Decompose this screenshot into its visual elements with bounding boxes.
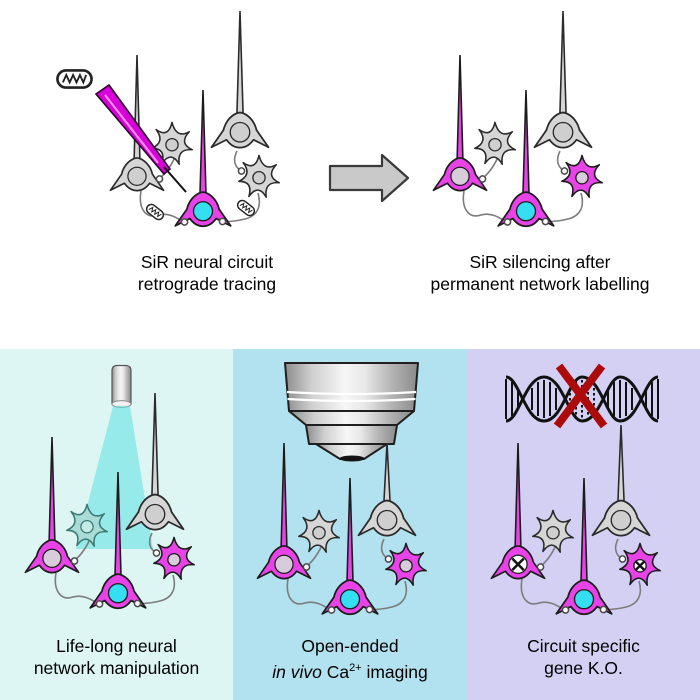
neuron-pyramidal-tall <box>210 10 270 149</box>
neuron-starter-cell <box>174 89 232 228</box>
caption-imaging: Open-ended in vivo Ca2+ imaging <box>233 635 467 683</box>
microscope-objective-icon <box>284 362 419 462</box>
caption-line: Open-ended <box>301 636 399 656</box>
neuron-pyramidal-tall <box>533 10 593 149</box>
caption-optogenetics: Life-long neural network manipulation <box>0 635 233 679</box>
caption-line: permanent network labelling <box>430 274 650 294</box>
caption-line: gene K.O. <box>544 658 623 678</box>
block-arrow-right-icon <box>328 153 410 203</box>
caption-text: Ca <box>321 661 350 682</box>
caption-line: SiR neural circuit <box>140 252 274 272</box>
caption-text: imaging <box>361 661 428 682</box>
light-cone <box>76 406 153 549</box>
red-cross-icon <box>553 363 608 429</box>
panel-optogenetics <box>24 364 195 610</box>
caption-line: Circuit specific <box>527 636 640 656</box>
neuron-pyramidal-left-labelled <box>432 54 488 192</box>
knockout-x-mark <box>634 560 646 571</box>
dna-helix-icon <box>505 375 659 423</box>
panel-knockout <box>490 363 661 616</box>
caption-knockout: Circuit specific gene K.O. <box>467 635 700 679</box>
caption-italic: in vivo <box>272 661 322 682</box>
caption-sir-tracing: SiR neural circuit retrograde tracing <box>32 251 382 295</box>
caption-line: SiR silencing after <box>469 252 611 272</box>
virus-capsule-icon <box>235 197 257 219</box>
neuron-stellate-right-labelled <box>561 154 603 198</box>
neuron-stellate-left <box>474 121 516 165</box>
optical-fiber-icon <box>111 364 132 408</box>
virus-capsule-icon <box>144 201 166 223</box>
neuron-stellate-right <box>238 154 280 198</box>
caption-line: in vivo Ca2+ imaging <box>233 657 467 683</box>
virus-capsule-icon <box>56 69 93 89</box>
caption-line: retrograde tracing <box>137 274 277 294</box>
neuron-starter-cell <box>497 89 555 228</box>
panel-sir-tracing <box>56 10 280 228</box>
caption-sir-silencing: SiR silencing after permanent network la… <box>365 251 700 295</box>
caption-line: Life-long neural <box>56 636 177 656</box>
injection-pipette-icon <box>94 83 187 193</box>
panel-sir-silencing <box>432 10 603 228</box>
knockout-x-mark <box>511 557 525 571</box>
panel-imaging <box>256 362 427 616</box>
caption-superscript: 2+ <box>349 662 362 674</box>
caption-line: network manipulation <box>33 658 200 678</box>
